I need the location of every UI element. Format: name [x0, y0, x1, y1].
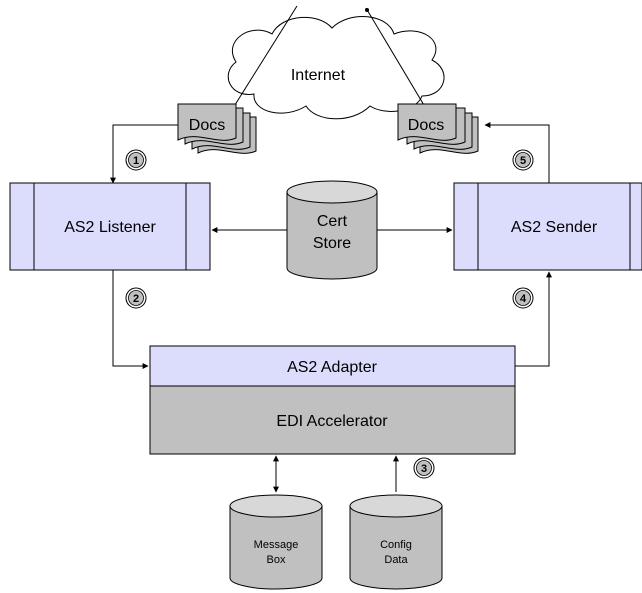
docs-left-label: Docs — [189, 117, 225, 134]
as2-listener-box: AS2 Listener — [9, 182, 211, 271]
edi-accelerator-label: EDI Accelerator — [276, 413, 388, 430]
config-data-line1: Config — [380, 539, 412, 551]
as2-listener-label: AS2 Listener — [64, 219, 156, 236]
docs-stack-left: Docs — [177, 103, 257, 154]
connector-docs-to-listener — [110, 124, 178, 184]
cert-store-line2: Store — [313, 235, 351, 252]
step-number-4: 4 — [520, 293, 527, 305]
docs-right-label: Docs — [408, 117, 444, 134]
as2-adapter-box: AS2 Adapter — [149, 345, 516, 387]
internet-label: Internet — [291, 67, 346, 84]
cert-store-cylinder: Cert Store — [286, 180, 378, 280]
internet-cloud: Internet — [227, 16, 445, 120]
config-data-line2: Data — [384, 554, 408, 566]
message-box-line2: Box — [267, 554, 286, 566]
step-marker-1: 1 — [125, 149, 147, 171]
step-marker-5: 5 — [512, 149, 534, 171]
step-marker-4: 4 — [512, 287, 534, 309]
cert-store-line1: Cert — [317, 213, 348, 230]
step-number-2: 2 — [133, 293, 139, 305]
step-number-3: 3 — [421, 463, 427, 475]
config-data-cylinder: Config Data — [349, 494, 443, 590]
edi-accelerator-box: EDI Accelerator — [149, 385, 516, 455]
as2-sender-box: AS2 Sender — [453, 182, 642, 271]
step-marker-3: 3 — [413, 457, 435, 479]
step-number-1: 1 — [133, 155, 139, 167]
connector-adapter-to-sender — [515, 271, 552, 367]
step-marker-2: 2 — [125, 287, 147, 309]
message-box-line1: Message — [254, 539, 299, 551]
message-box-cylinder: Message Box — [229, 494, 323, 590]
as2-sender-label: AS2 Sender — [511, 219, 598, 236]
docs-stack-right: Docs — [397, 103, 479, 154]
as2-adapter-label: AS2 Adapter — [287, 359, 378, 376]
connector-listener-to-adapter — [112, 270, 149, 369]
connector-sender-to-docs — [484, 122, 550, 183]
step-number-5: 5 — [520, 155, 526, 167]
